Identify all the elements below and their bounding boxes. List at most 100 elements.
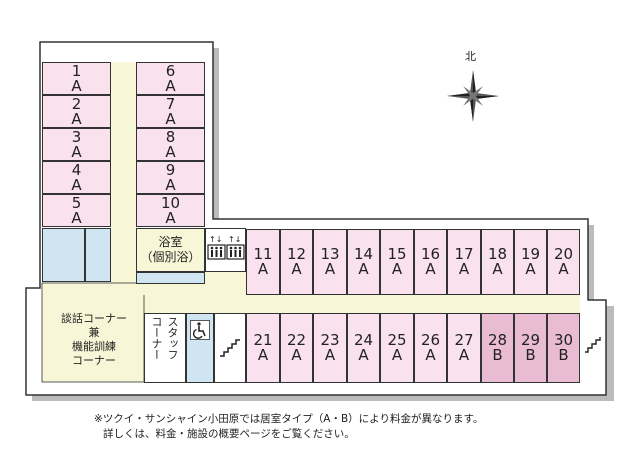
stairs-icon [220,339,240,357]
room-type: A [324,260,336,278]
lounge-line4: コーナー [72,354,116,367]
corridor-vertical [111,62,136,295]
bath-label-line1: 浴室 [158,235,183,249]
lounge-line3: 機能訓練 [72,340,116,353]
room-number: 25 [387,331,407,349]
room-type: A [71,109,82,128]
staff-corner [144,313,186,383]
room-type: A [291,346,302,364]
room-type: A [525,260,536,278]
room-type: A [71,175,82,194]
room-number: 5 [71,193,82,212]
elevator-icon: ↑↓ ↑↓ [207,235,245,260]
room-type: A [358,260,369,278]
room-type: A [291,260,302,278]
lounge-line2: 兼 [88,326,100,339]
room-type: A [492,260,503,278]
lounge-line1: 談話コーナー [61,312,127,325]
room-number: 1 [71,61,82,80]
room-type: A [165,208,176,227]
room-number: 11 [253,245,273,263]
room-type: A [458,260,470,278]
room-number: 3 [71,127,82,146]
room-type: A [391,260,403,278]
room-type: B [492,346,503,364]
room-type: A [391,346,403,364]
room-type: A [165,175,176,194]
room-number: 14 [353,245,374,263]
bath-room [136,228,205,272]
svg-text:↑↓: ↑↓ [209,235,222,244]
room-number: 26 [420,331,441,349]
footnote-line1: ※ツクイ・サンシャイン小田原では居室タイプ（A・B）により料金が異なります。 [94,413,484,425]
room-number: 12 [286,245,307,263]
bath-label: 浴室 （個別浴） [136,235,205,265]
room-number: 18 [487,245,508,263]
room-number: 10 [160,193,181,212]
room-number: 13 [320,245,340,263]
room-type: A [425,346,436,364]
room-number: 4 [71,160,82,179]
room-number: 23 [320,331,340,349]
room-type: A [165,109,176,128]
bath-service [136,272,205,284]
service-room-left-2 [85,228,111,282]
room-number: 30 [553,331,574,349]
room-number: 20 [553,245,574,263]
room-number: 19 [520,245,541,263]
staff-label-col2: スタッフ [166,316,179,360]
lounge-label: 談話コーナー 兼 機能訓練 コーナー [48,312,140,368]
room-type: A [257,346,269,364]
north-label: 北 [465,50,476,63]
service-room-left [42,228,85,282]
room-type: A [458,346,470,364]
room-type: B [525,346,536,364]
room-number: 22 [286,331,307,349]
room-number: 29 [520,331,541,349]
room-number: 6 [165,61,176,80]
room-number: 9 [165,160,176,179]
room-number: 2 [71,94,82,113]
room-number: 21 [253,331,273,349]
staff-label-col1: コーナー [150,316,163,360]
wheelchair-icon [190,320,210,340]
room-type: A [165,76,176,95]
room-number: 24 [353,331,374,349]
room-type: B [558,346,569,364]
stairs-icon-right [585,337,601,353]
room-number: 27 [454,331,474,349]
footnote-line2: 詳しくは、料金・施設の概要ページをご覧ください。 [103,428,355,440]
room-type: A [165,142,176,161]
room-type: A [71,76,82,95]
room-number: 16 [420,245,441,263]
room-type: A [257,260,269,278]
room-number: 8 [165,127,176,146]
room-number: 7 [165,94,176,113]
compass-rose-icon [447,70,499,122]
